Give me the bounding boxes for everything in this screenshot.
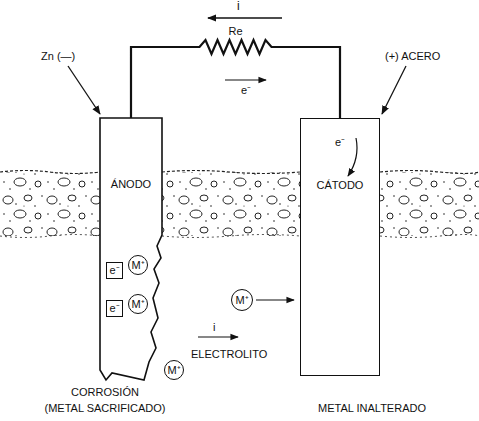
metal-label: (+) ACERO (384, 50, 441, 62)
ion-arrow (256, 299, 294, 300)
pointer-arrow (68, 66, 100, 114)
electrolyte-label: ELECTROLITO (190, 348, 268, 360)
electron-box: e⁻ (106, 262, 123, 279)
caption-label: (METAL SACRIFICADO) (43, 402, 166, 414)
ion-circle: M⁺ (128, 255, 148, 275)
current-label: i (236, 0, 241, 13)
ion-symbol: e⁻ (109, 302, 119, 314)
ion-circle: M⁺ (164, 360, 184, 380)
pointer-arrow (382, 66, 406, 114)
ion-symbol: M⁺ (167, 364, 180, 376)
current-label: i (212, 321, 216, 333)
resistor-label: Re (227, 25, 243, 37)
electrode-label: ÁNODO (100, 178, 162, 190)
caption-label: CORROSIÓN (70, 386, 140, 398)
ion-symbol: M⁺ (131, 298, 144, 310)
electrode-label: CÁTODO (301, 179, 379, 191)
anode-bar: ÁNODO e⁻ M⁺ e⁻ M⁺ (100, 118, 162, 380)
cathode-bar: CÁTODO (300, 118, 380, 376)
current-arrow (198, 336, 238, 337)
ion-circle: M⁺ (128, 294, 148, 314)
caption-label: METAL INALTERADO (317, 402, 427, 414)
wire-with-resistor (131, 40, 340, 118)
metal-label: Zn (—) (40, 50, 76, 62)
ion-symbol: M⁺ (235, 294, 248, 306)
ion-symbol: e⁻ (109, 264, 119, 276)
electron-arrow (225, 79, 266, 80)
electron-label: e⁻ (240, 84, 252, 96)
electron-box: e⁻ (106, 300, 123, 317)
anode-outline (100, 118, 162, 380)
current-arrow (208, 17, 282, 18)
ground (0, 171, 479, 238)
electron-arrow (348, 138, 357, 176)
ion-symbol: M⁺ (131, 259, 144, 271)
electron-label: e⁻ (334, 136, 346, 148)
ion-circle: M⁺ (231, 289, 253, 311)
